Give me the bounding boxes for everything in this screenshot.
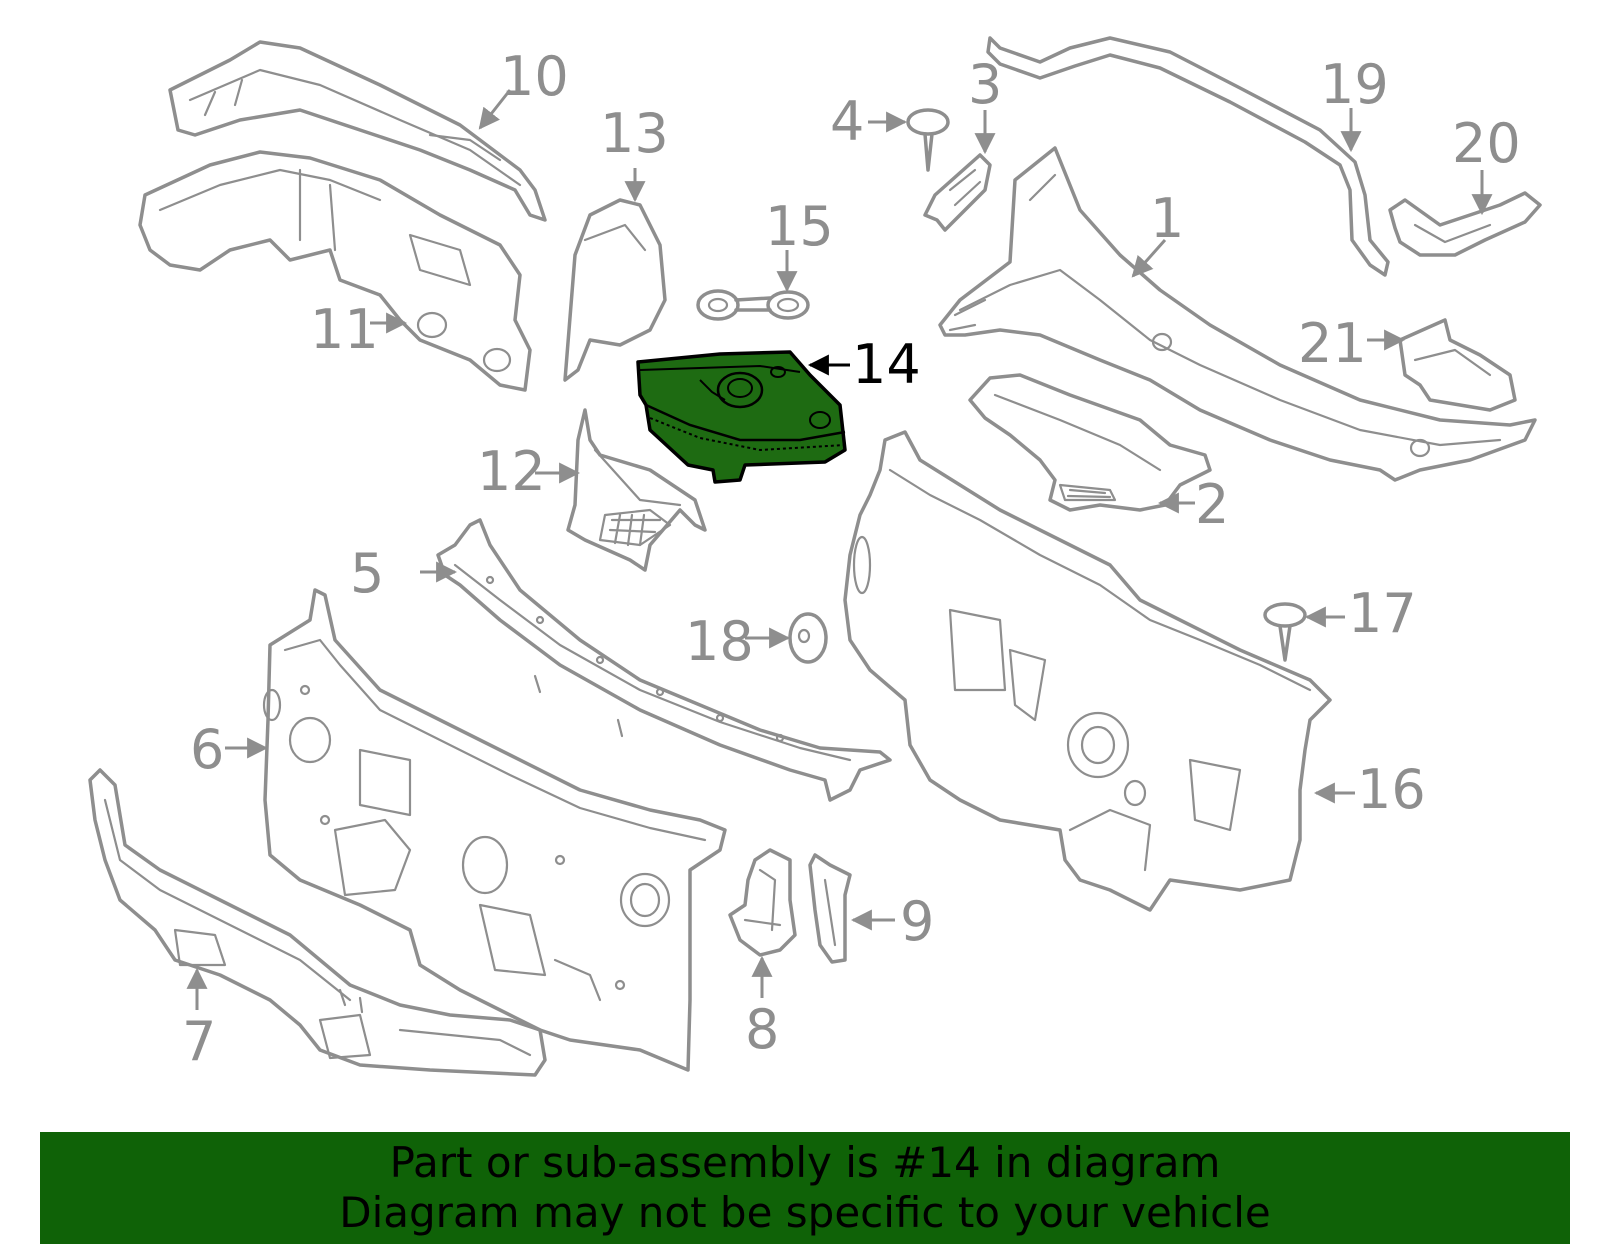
part-12-shape	[566, 408, 707, 572]
part-16-shape	[843, 430, 1332, 912]
banner-line-disclaimer: Diagram may not be specific to your vehi…	[339, 1188, 1271, 1237]
part-18-shape	[788, 612, 828, 664]
callout-7: 7	[182, 1010, 216, 1073]
part-7-shape	[88, 768, 547, 1077]
part-9-shape	[808, 853, 852, 964]
part-10-shape	[168, 40, 547, 222]
part-8-shape	[728, 848, 797, 957]
callout-labels: 10 11 13 12 15 14 4 3 19 20 1 21 2 5 18 …	[182, 45, 1521, 1073]
callout-19: 19	[1320, 53, 1389, 116]
callout-1: 1	[1150, 187, 1184, 250]
part-17-shape	[1263, 602, 1307, 662]
callout-15: 15	[765, 195, 834, 258]
part-15-shape	[696, 289, 810, 321]
info-banner: Part or sub-assembly is #14 in diagram D…	[40, 1132, 1570, 1244]
callout-13: 13	[600, 102, 669, 165]
callout-17: 17	[1348, 582, 1417, 645]
part-19-shape	[986, 36, 1390, 277]
part-21-shape	[1398, 318, 1517, 412]
callout-6: 6	[190, 718, 224, 781]
callout-20: 20	[1452, 112, 1521, 175]
callout-14: 14	[852, 333, 921, 396]
part-1-shape	[938, 146, 1537, 482]
part-14-shape	[636, 350, 847, 484]
callout-10: 10	[500, 45, 569, 108]
part-13-shape	[563, 198, 667, 382]
part-3-shape	[923, 153, 992, 232]
part-6-shape	[262, 588, 727, 1072]
part-5-shape	[436, 518, 892, 802]
part-11-shape	[138, 150, 532, 392]
callout-12: 12	[477, 440, 546, 503]
callout-3: 3	[968, 53, 1002, 116]
callout-2: 2	[1195, 473, 1229, 536]
part-4-shape	[906, 108, 950, 172]
leader-lines	[186, 89, 1493, 1010]
callout-4: 4	[830, 90, 864, 153]
callout-5: 5	[350, 542, 384, 605]
callout-11: 11	[310, 298, 379, 361]
part-20-shape	[1388, 191, 1542, 257]
callout-8: 8	[745, 998, 779, 1061]
parts-diagram: 10 11 13 12 15 14 4 3 19 20 1 21 2 5 18 …	[88, 36, 1542, 1077]
banner-line-part-number: Part or sub-assembly is #14 in diagram	[389, 1138, 1221, 1187]
callout-16: 16	[1357, 758, 1426, 821]
callout-21: 21	[1298, 312, 1367, 375]
callout-9: 9	[900, 890, 934, 953]
callout-18: 18	[685, 610, 754, 673]
